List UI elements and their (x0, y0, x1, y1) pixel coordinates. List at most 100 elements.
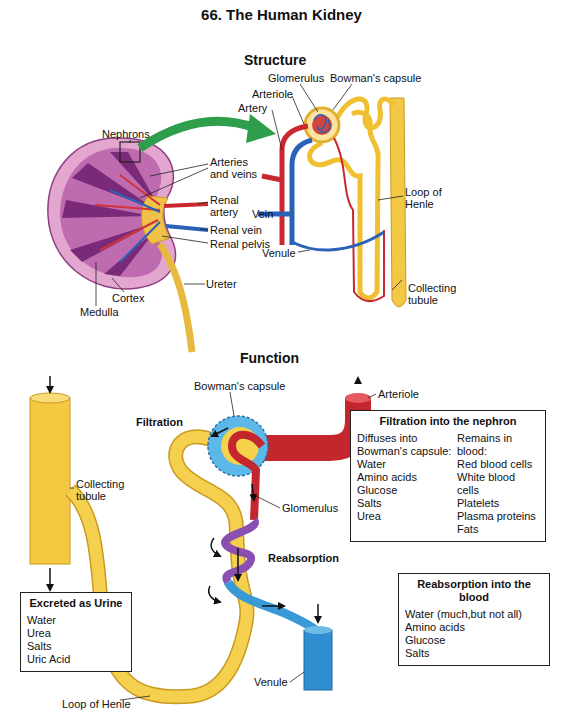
list-item: Water (27, 614, 125, 627)
column-heading: Diffuses into Bowman's capsule: (357, 432, 457, 458)
leader-line (200, 229, 208, 230)
list-item: Red blood cells (457, 458, 539, 471)
reabsorption-box: Reabsorption into the bloodWater (much,b… (398, 573, 550, 666)
collecting-tubule (390, 98, 406, 307)
urine-box: Excreted as UrineWaterUreaSaltsUric Acid (20, 592, 132, 672)
ureter (160, 244, 192, 352)
filtration-table: Filtration into the nephronDiffuses into… (350, 410, 546, 542)
part-label: Bowman's capsule (330, 72, 421, 84)
column: Water (much,but not all)Amino acidsGluco… (405, 608, 543, 660)
leader-line (256, 496, 280, 508)
bowmans-capsule (305, 108, 339, 142)
flow-arrows (50, 376, 358, 622)
capillary-coil (225, 520, 255, 582)
column: Diffuses into Bowman's capsule:WaterAmin… (357, 432, 457, 536)
part-label: Renal vein (210, 224, 262, 236)
arteriole (262, 398, 358, 448)
venule (304, 630, 332, 690)
leader-line (184, 284, 205, 285)
collecting-tubule (30, 398, 70, 564)
glomerulus (312, 115, 332, 135)
list-item: Urea (357, 510, 457, 523)
flow-arrow (358, 378, 359, 392)
leader-line (112, 278, 124, 292)
leader-line (70, 488, 74, 489)
part-label: Medulla (80, 306, 119, 318)
part-label: Glomerulus (268, 72, 324, 84)
vein (258, 140, 312, 245)
part-label: Artery (238, 102, 267, 114)
part-label: Ureter (206, 278, 237, 290)
list-item: Salts (357, 497, 457, 510)
zoom-arrow (140, 121, 255, 148)
list-item: Platelets (457, 497, 539, 510)
leader-line (162, 236, 208, 243)
part-label: Venule (262, 247, 296, 259)
process-label: Filtration (136, 416, 183, 428)
venule-top (304, 626, 332, 634)
diagram-title: 66. The Human Kidney (0, 6, 563, 23)
part-label: Arteriole (378, 388, 419, 400)
leader-line (300, 84, 318, 112)
nephron (258, 98, 406, 307)
kidney (48, 114, 276, 352)
list-item: Water (357, 458, 457, 471)
kidney-cortex (48, 138, 176, 289)
flow-arrow (49, 568, 51, 590)
box-heading: Filtration into the nephron (357, 415, 539, 428)
part-label: Loop of Henle (405, 186, 445, 210)
list-item: Water (much,but not all) (405, 608, 543, 621)
venule (292, 232, 384, 250)
list-item: Amino acids (405, 621, 543, 634)
flow-arrow (262, 605, 284, 607)
column-heading: Remains in blood: (457, 432, 539, 458)
flow-arrow (252, 484, 254, 500)
capillary (334, 138, 384, 301)
leader-line (230, 392, 234, 416)
flow-arrow (237, 548, 239, 580)
leader-line (298, 250, 310, 252)
part-label: Cortex (112, 292, 144, 304)
part-label: Venule (254, 676, 288, 688)
flow-arrow (49, 376, 51, 392)
list-item: Salts (27, 640, 125, 653)
renal-artery (164, 204, 208, 206)
part-label: Nephrons (102, 128, 150, 140)
collecting-tubule-top (30, 393, 70, 403)
part-label: Renal pelvis (210, 238, 270, 250)
zoom-arrow-head (246, 114, 276, 143)
list-item: Urea (27, 627, 125, 640)
renal-vein (166, 226, 208, 230)
columns: Diffuses into Bowman's capsule:WaterAmin… (357, 432, 539, 536)
leader-line (290, 672, 304, 682)
leader-line (96, 262, 97, 306)
part-label: Loop of Henle (62, 698, 131, 710)
flow-arrow (212, 428, 228, 436)
list-item: Glucose (357, 484, 457, 497)
part-label: Bowman's capsule (194, 380, 285, 392)
part-label: Arteriole (252, 88, 293, 100)
part-label: Glomerulus (282, 502, 338, 514)
part-label: Arteries and veins (210, 156, 268, 180)
kidney-vein (110, 190, 160, 262)
process-label: Reabsorption (268, 552, 339, 564)
leader-line (140, 164, 208, 198)
list-item: Fats (457, 523, 539, 536)
leader-lines (96, 84, 403, 306)
column: Remains in blood:Red blood cellsWhite bl… (457, 432, 539, 536)
leader-line (378, 196, 403, 200)
leader-line (368, 394, 376, 398)
capillary-vein (228, 582, 318, 632)
box-heading: Excreted as Urine (27, 597, 125, 610)
glomerulus (232, 435, 262, 520)
kidney-artery (95, 175, 160, 250)
part-label: Renal artery (210, 194, 255, 218)
nephron-box (120, 142, 140, 162)
leader-line (292, 96, 304, 124)
columns: Water (much,but not all)Amino acidsGluco… (405, 608, 543, 660)
part-label: Collecting tubule (408, 282, 463, 306)
leader-line (130, 140, 131, 143)
section-heading: Structure (244, 52, 306, 68)
list-item: White blood cells (457, 471, 539, 497)
